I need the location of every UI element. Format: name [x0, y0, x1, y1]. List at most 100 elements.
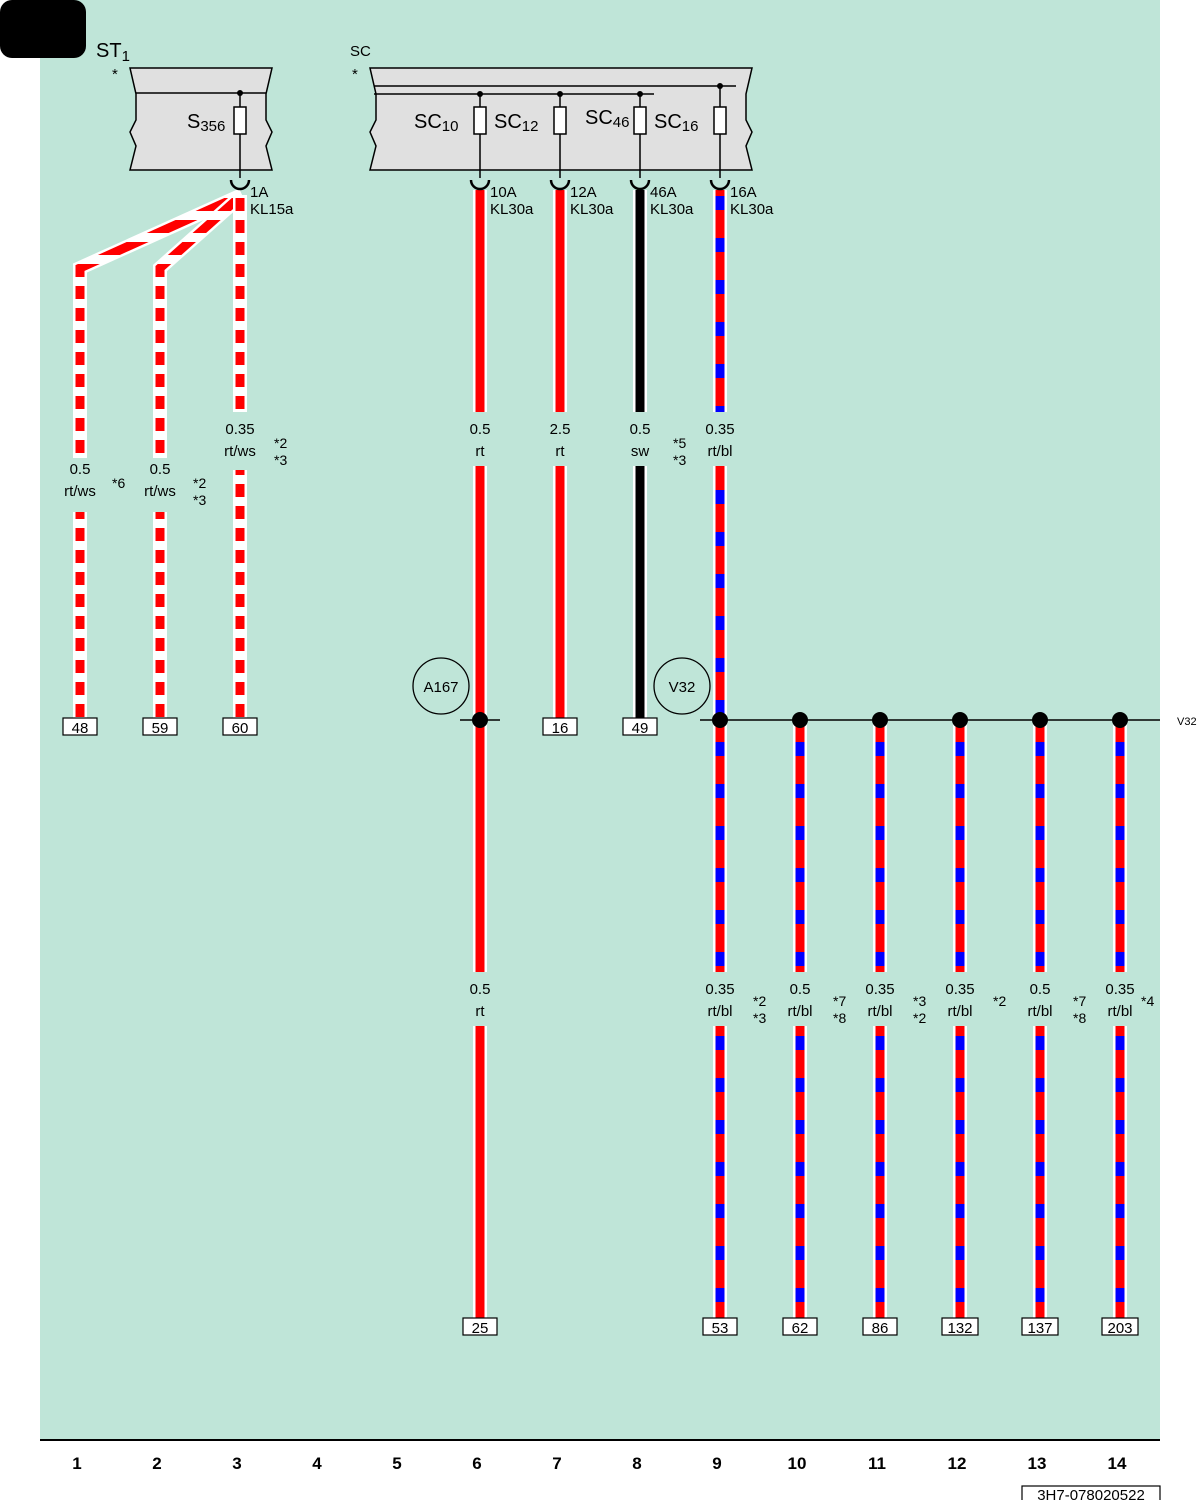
- splice-v32-reference: V32: [1177, 716, 1197, 728]
- fuse-node-3: [557, 91, 563, 97]
- diagram-code-box: [1021, 1485, 1161, 1500]
- splice-dot-7: [1112, 712, 1128, 728]
- diagram-code: 3H7-078020522: [1037, 1487, 1145, 1500]
- wire-size-lower-3: 0.5: [790, 981, 811, 998]
- connector-lower-53: 53: [712, 1320, 729, 1337]
- wire-note-upper-3-1: *2: [274, 435, 287, 451]
- wire-note-lower-6-1: *7: [1073, 993, 1086, 1009]
- fuse-rating-3: 12A: [570, 184, 597, 201]
- wire-note-lower-6-2: *8: [1073, 1010, 1086, 1026]
- sc-star: *: [352, 66, 358, 83]
- fuse-rating-5: 16A: [730, 184, 757, 201]
- wire-color-lower-4: rt/bl: [867, 1003, 892, 1020]
- splice-a167-label: A167: [423, 679, 458, 696]
- connector-lower-203: 203: [1107, 1320, 1132, 1337]
- connector-lower-box-53: [702, 1317, 738, 1336]
- connector-upper-box-16: [542, 717, 578, 736]
- wire-color-lower-2: rt/bl: [707, 1003, 732, 1020]
- st1-name: ST1: [96, 40, 130, 65]
- fuse-symbol-5: [713, 106, 727, 135]
- wire-labels: 1AKL15a10AKL30a12AKL30a46AKL30a16AKL30a0…: [64, 184, 1154, 1026]
- connector-lower-137: 137: [1027, 1320, 1052, 1337]
- wire-note-lower-7-1: *4: [1141, 993, 1154, 1009]
- wire-note-lower-5-1: *2: [993, 993, 1006, 1009]
- page-number-tab: [0, 0, 86, 58]
- fuse-terminal-label-4: KL30a: [650, 201, 694, 218]
- wire-note-lower-3-1: *7: [833, 993, 846, 1009]
- wire-size-upper-5: 2.5: [550, 421, 571, 438]
- wire-size-upper-2: 0.5: [150, 461, 171, 478]
- fuse-symbol-1: [233, 106, 247, 135]
- wire-size-upper-1: 0.5: [70, 461, 91, 478]
- connector-upper-box-49: [622, 717, 658, 736]
- wire-size-lower-2: 0.35: [705, 981, 734, 998]
- column-number-5: 5: [392, 1454, 401, 1473]
- wire-size-lower-4: 0.35: [865, 981, 894, 998]
- connector-lower-box-137: [1021, 1317, 1059, 1336]
- column-number-1: 1: [72, 1454, 81, 1473]
- column-number-11: 11: [868, 1454, 886, 1473]
- wire-note-lower-2-2: *3: [753, 1010, 766, 1026]
- module-st1: ST1 * S356: [96, 40, 273, 171]
- fuse-sc12-label: SC12: [494, 111, 538, 135]
- fuse-terminal-label-1: KL15a: [250, 201, 294, 218]
- wire-color-upper-3: rt/ws: [224, 443, 256, 460]
- column-number-3: 3: [232, 1454, 241, 1473]
- column-number-9: 9: [712, 1454, 721, 1473]
- fuse-terminal-5: [709, 179, 731, 191]
- splice-dot-2: [712, 712, 728, 728]
- fuse-terminal-2: [469, 179, 491, 191]
- wire-size-lower-7: 0.35: [1105, 981, 1134, 998]
- wire-size-upper-6: 0.5: [630, 421, 651, 438]
- fuse-terminal-label-3: KL30a: [570, 201, 614, 218]
- column-number-2: 2: [152, 1454, 161, 1473]
- connector-lower-box-25: [462, 1317, 498, 1336]
- connector-lower-86: 86: [872, 1320, 889, 1337]
- st1-star: *: [112, 66, 118, 83]
- connector-upper-48: 48: [72, 720, 89, 737]
- wire-note-upper-3-2: *3: [274, 452, 287, 468]
- wire-color-lower-3: rt/bl: [787, 1003, 812, 1020]
- connector-upper-16: 16: [552, 720, 569, 737]
- fuse-terminal-4: [629, 179, 651, 191]
- wire-color-upper-5: rt: [555, 443, 565, 460]
- column-number-7: 7: [552, 1454, 561, 1473]
- connector-upper-box-60: [222, 717, 258, 736]
- wire-note-lower-2-1: *2: [753, 993, 766, 1009]
- connector-lower-box-62: [782, 1317, 818, 1336]
- wire-note-upper-1-1: *6: [112, 475, 125, 491]
- connector-upper-box-48: [62, 717, 98, 736]
- splice-dot-5: [952, 712, 968, 728]
- wire-note-lower-4-2: *2: [913, 1010, 926, 1026]
- wire-color-upper-1: rt/ws: [64, 483, 96, 500]
- splice-v32-circle: [653, 657, 711, 715]
- wire-size-lower-6: 0.5: [1030, 981, 1051, 998]
- wire-note-lower-3-2: *8: [833, 1010, 846, 1026]
- connector-lower-box-132: [941, 1317, 979, 1336]
- column-number-8: 8: [632, 1454, 641, 1473]
- fuse-symbol-4: [633, 106, 647, 135]
- connector-lower-25: 25: [472, 1320, 489, 1337]
- wire-color-upper-2: rt/ws: [144, 483, 176, 500]
- fuse-sc10-label: SC10: [414, 111, 458, 135]
- fuse-node-5: [717, 83, 723, 89]
- fuse-terminal-3: [549, 179, 571, 191]
- sc-name: SC: [350, 43, 371, 60]
- fuse-terminal-label-5: KL30a: [730, 201, 774, 218]
- fuse-s356-label: S356: [187, 111, 225, 135]
- wire-note-upper-2-1: *2: [193, 475, 206, 491]
- wire-size-lower-1: 0.5: [470, 981, 491, 998]
- splice-dots: [472, 712, 1128, 728]
- wire-size-upper-4: 0.5: [470, 421, 491, 438]
- wire-size-lower-5: 0.35: [945, 981, 974, 998]
- connector-upper-59: 59: [152, 720, 169, 737]
- connector-lower-box-86: [862, 1317, 898, 1336]
- fuse-terminal-label-2: KL30a: [490, 201, 534, 218]
- fuse-sc16-label: SC16: [654, 111, 698, 135]
- wire-color-lower-6: rt/bl: [1027, 1003, 1052, 1020]
- splice-dot-3: [792, 712, 808, 728]
- wire-color-upper-4: rt: [475, 443, 485, 460]
- wire-col1-rtws: [75, 190, 244, 458]
